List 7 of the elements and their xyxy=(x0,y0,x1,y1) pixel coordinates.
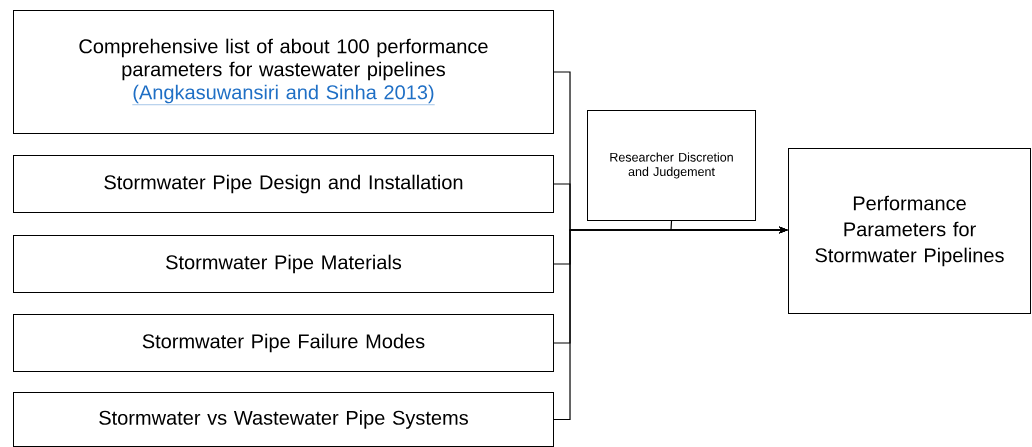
source-box: Stormwater Pipe Design and Installation xyxy=(13,155,554,213)
source-box: Stormwater Pipe Materials xyxy=(13,235,554,293)
source-box: Comprehensive list of about 100 performance parameters for wastewater pipelines (Angkasuwansiri and Sinha 2013) xyxy=(13,10,554,134)
result-box: Performance Parameters for Stormwater Pipelines xyxy=(788,148,1031,314)
source-box: Stormwater vs Wastewater Pipe Systems xyxy=(13,392,554,447)
process-box: Researcher Discretion and Judgement xyxy=(587,110,756,221)
source-box: Stormwater Pipe Failure Modes xyxy=(13,314,554,372)
